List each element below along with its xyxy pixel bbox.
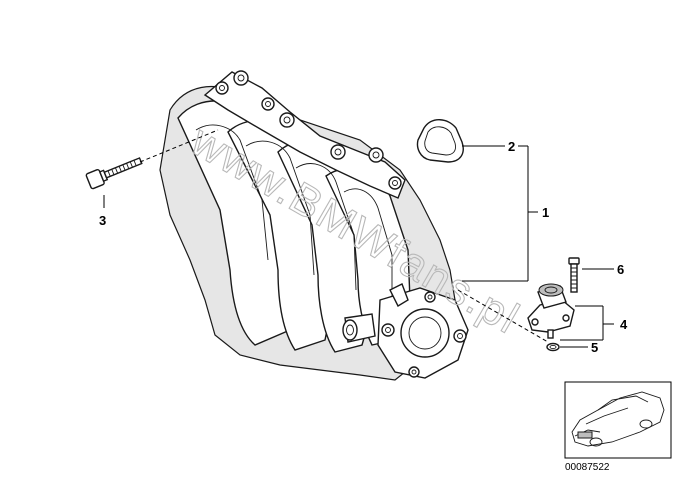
flange-bolt-bosses xyxy=(215,70,402,190)
screw-part-6[interactable] xyxy=(568,257,580,293)
callout-1: 1 xyxy=(542,205,549,220)
bolt-part-3[interactable] xyxy=(85,153,144,190)
vacuum-port xyxy=(342,313,376,343)
gasket-part-2[interactable] xyxy=(416,119,464,163)
intake-manifold[interactable] xyxy=(159,70,469,381)
callout-6: 6 xyxy=(617,262,624,277)
callout-3: 3 xyxy=(99,213,106,228)
document-number: 00087522 xyxy=(565,462,610,473)
o-ring-part-5[interactable] xyxy=(546,342,560,352)
car-icon xyxy=(571,391,665,447)
callout-2: 2 xyxy=(508,139,515,154)
throttle-flange xyxy=(377,287,469,379)
sensor-part-4[interactable] xyxy=(527,283,575,339)
callout-5: 5 xyxy=(591,340,598,355)
callout-4: 4 xyxy=(620,317,628,332)
leader-lines xyxy=(103,129,614,348)
vehicle-locator-thumbnail[interactable] xyxy=(564,381,672,459)
